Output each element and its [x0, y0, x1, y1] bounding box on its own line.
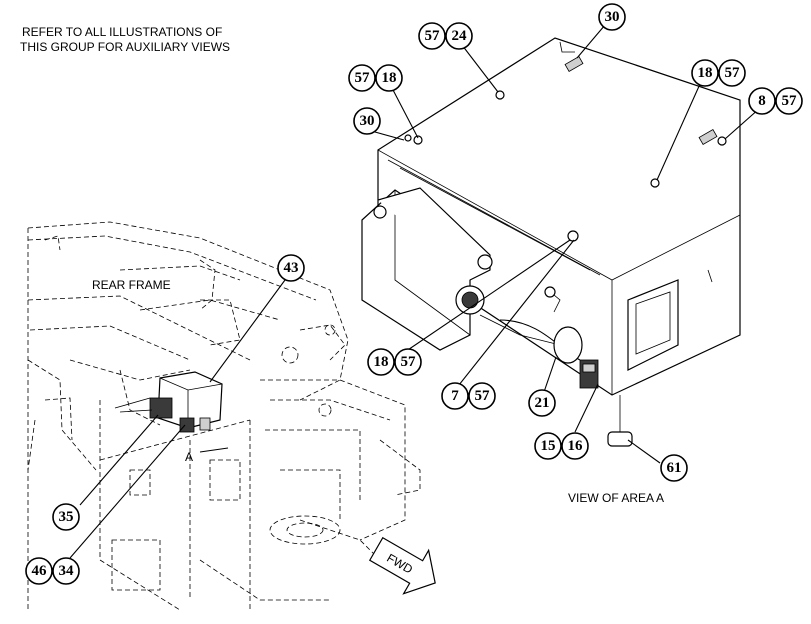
- callout-30b: 30: [353, 107, 381, 135]
- svg-text:16: 16: [568, 438, 584, 454]
- callout-16: 16: [561, 432, 589, 460]
- note-line-2: THIS GROUP FOR AUXILIARY VIEWS: [20, 40, 230, 54]
- callout-57a: 57: [418, 22, 446, 50]
- svg-text:7: 7: [451, 388, 459, 404]
- callout-46: 46: [25, 557, 53, 585]
- svg-text:30: 30: [360, 113, 375, 129]
- svg-text:18: 18: [382, 70, 397, 86]
- svg-text:18: 18: [374, 354, 389, 370]
- callout-57e: 57: [394, 348, 422, 376]
- callout-57c: 57: [718, 59, 746, 87]
- svg-text:57: 57: [475, 388, 491, 404]
- svg-text:21: 21: [535, 395, 550, 411]
- forward-arrow: FWD: [368, 536, 436, 595]
- svg-text:8: 8: [758, 93, 766, 109]
- svg-text:46: 46: [32, 563, 48, 579]
- note-line-1: REFER TO ALL ILLUSTRATIONS OF: [22, 25, 222, 39]
- svg-text:57: 57: [401, 354, 417, 370]
- callout-57f: 57: [468, 382, 496, 410]
- svg-text:57: 57: [782, 93, 798, 109]
- rear-frame-label: REAR FRAME: [92, 278, 171, 292]
- area-a-marker: A: [185, 450, 193, 464]
- svg-text:18: 18: [698, 65, 713, 81]
- svg-text:30: 30: [605, 9, 620, 25]
- callout-18a: 18: [375, 64, 403, 92]
- callout-15: 15: [534, 432, 562, 460]
- callout-61: 61: [660, 454, 688, 482]
- callout-57d: 57: [775, 87, 803, 115]
- svg-text:34: 34: [59, 563, 75, 579]
- callout-34: 34: [52, 557, 80, 585]
- callout-57b: 57: [348, 64, 376, 92]
- callout-35: 35: [52, 503, 80, 531]
- view-caption: VIEW OF AREA A: [568, 491, 664, 505]
- callout-8: 8: [748, 87, 776, 115]
- svg-text:57: 57: [355, 70, 371, 86]
- controller-module-installed: [114, 371, 223, 433]
- bolt-top-center: [495, 90, 505, 100]
- area-a-leader: [199, 447, 229, 453]
- svg-text:15: 15: [541, 438, 556, 454]
- leader-lines: [69, 24, 761, 559]
- svg-text:24: 24: [452, 28, 468, 44]
- rear-frame-drawing: [27, 221, 421, 611]
- detail-view-enclosure: [361, 37, 741, 447]
- callout-21: 21: [528, 389, 556, 417]
- callout-43: 43: [277, 254, 305, 282]
- svg-text:57: 57: [725, 65, 741, 81]
- callout-30a: 30: [598, 3, 626, 31]
- svg-text:61: 61: [667, 460, 682, 476]
- callout-18c: 18: [367, 348, 395, 376]
- svg-text:57: 57: [425, 28, 441, 44]
- callout-7: 7: [441, 382, 469, 410]
- callout-18b: 18: [691, 59, 719, 87]
- svg-text:43: 43: [284, 260, 299, 276]
- callout-24: 24: [445, 22, 473, 50]
- svg-text:35: 35: [59, 509, 74, 525]
